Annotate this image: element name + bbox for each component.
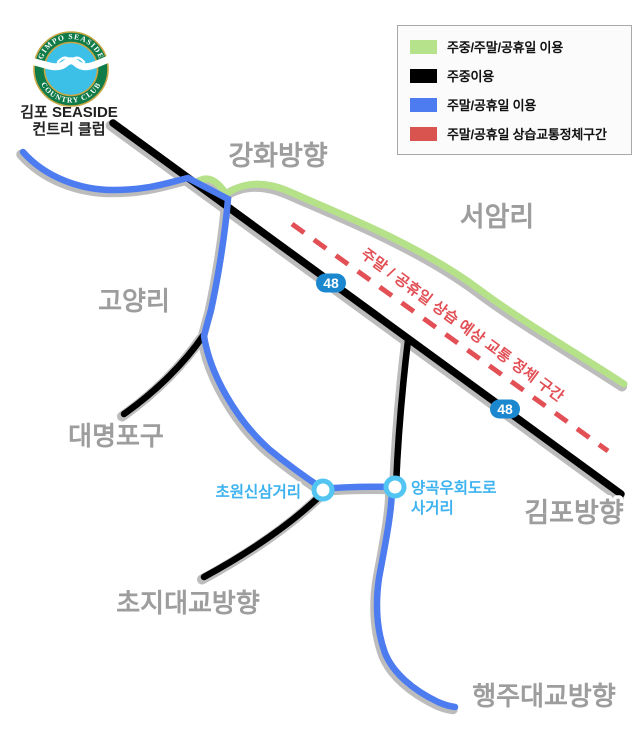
label-chowon-intersection: 초원신삼거리 <box>215 483 301 501</box>
label-choji-bridge-direction: 초지대교방향 <box>116 588 260 618</box>
road-daemyeong-black <box>120 332 207 418</box>
legend-box: 주중/주말/공휴일 이용 주중이용 주말/공휴일 이용 주말/공휴일 상습교통정… <box>397 25 632 155</box>
legend-item-weekday: 주중이용 <box>410 66 619 85</box>
legend-item-weekend: 주말/공휴일 이용 <box>410 95 619 114</box>
logo-seagull-icon <box>56 56 86 64</box>
label-goyang-ri: 고양리 <box>98 286 170 316</box>
label-ganghwa-direction: 강화방향 <box>228 141 328 171</box>
logo-sky-center <box>43 41 99 97</box>
legend-swatch-black <box>410 68 437 83</box>
legend-item-label: 주중/주말/공휴일 이용 <box>447 40 564 55</box>
congestion-dash-line <box>290 221 610 454</box>
club-name-line2: 컨트리 클럽 <box>32 121 105 138</box>
legend-item-congestion: 주말/공휴일 상습교통정체구간 <box>410 124 619 143</box>
route-shield-label: 48 <box>497 401 513 417</box>
legend-item-label: 주말/공휴일 상습교통정체구간 <box>447 127 607 142</box>
label-haengju-bridge-direction: 행주대교방향 <box>472 681 616 711</box>
label-gimpo-direction: 김포방향 <box>524 498 624 528</box>
road-choji-black <box>200 490 326 581</box>
road-weekend-blue <box>19 148 459 711</box>
route-shield-48-east: 48 <box>490 399 520 419</box>
legend-item-all-days: 주중/주말/공휴일 이용 <box>410 37 619 56</box>
route-shield-48-west: 48 <box>316 273 346 293</box>
legend-item-label: 주중이용 <box>447 69 495 84</box>
legend-swatch-green <box>410 39 437 54</box>
road-ganghwa-green <box>192 175 628 388</box>
club-logo-badge: GIMPO SEASIDE COUNTRY CLUB <box>9 31 124 107</box>
road-yanggok-bypass-black <box>392 336 412 490</box>
legend-swatch-red <box>410 126 437 141</box>
legend-swatch-blue <box>410 97 437 112</box>
label-yanggok-intersection-line2: 사거리 <box>411 499 454 517</box>
label-yanggok-intersection-line1: 양곡우회도로 <box>411 478 497 497</box>
route-shield-label: 48 <box>323 275 339 291</box>
label-daemyeong-pogu: 대명포구 <box>68 421 164 451</box>
legend-item-label: 주말/공휴일 이용 <box>447 98 537 113</box>
club-name-line1: 김포 SEASIDE <box>20 103 118 121</box>
label-seoam-ri: 서암리 <box>460 202 535 232</box>
intersection-circle-chowon <box>311 478 335 502</box>
intersection-circle-yanggok <box>383 475 407 499</box>
